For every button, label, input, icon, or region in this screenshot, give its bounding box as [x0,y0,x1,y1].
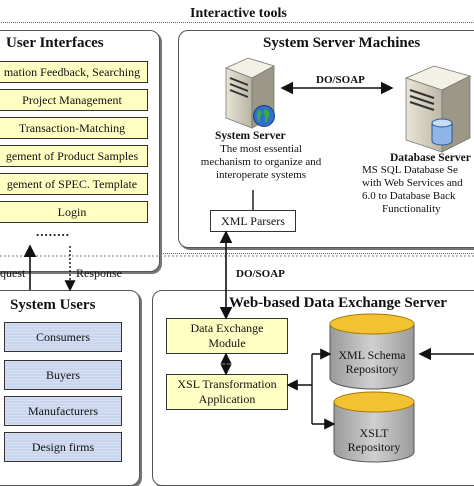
xsl-transformation-line-1: XSL Transformation [177,377,277,391]
database-server-desc-line-1: MS SQL Database Se [362,164,458,176]
diagram-title: Interactive tools [190,6,287,21]
xsl-transformation-app[interactable]: XSL Transformation Application [166,374,288,410]
user-interfaces-title: User Interfaces [6,35,104,51]
response-label: Response [76,266,122,280]
system-server-desc-line-2: mechanism to organize and [200,156,322,168]
server-link-label: DO/SOAP [316,74,365,86]
ui-item-project-management[interactable]: Project Management [0,89,148,111]
xml-schema-repository-line-1: XML Schema [338,348,406,362]
xml-parsers-box[interactable]: XML Parsers [210,210,296,232]
xslt-repository-cylinder [333,391,415,463]
request-label: quest [0,266,26,280]
database-server-desc-line-4: Functionality [382,203,441,215]
database-cylinder-icon [431,118,453,146]
database-server-description: MS SQL Database Se with Web Services and… [362,164,474,216]
xml-schema-repository-line-2: Repository [345,362,399,376]
do-soap-label: DO/SOAP [236,268,285,280]
database-server-label: Database Server [390,152,471,164]
ui-item-product-samples[interactable]: gement of Product Samples [0,145,148,167]
xml-schema-repository-label: XML Schema Repository [326,348,418,376]
web-exchange-title: Web-based Data Exchange Server [229,295,447,311]
user-manufacturers[interactable]: Manufacturers [4,396,122,426]
system-server-machines-title: System Server Machines [263,35,421,51]
ui-item-spec-template[interactable]: gement of SPEC. Template [0,173,148,195]
data-exchange-module-line-1: Data Exchange [190,321,264,335]
xsl-transformation-line-2: Application [198,392,256,406]
interactive-tools-frame [0,22,474,254]
ui-item-login[interactable]: Login [0,201,148,223]
xslt-repository-line-2: Repository [347,440,401,454]
system-server-label: System Server [215,130,286,142]
system-server-desc-line-3: interoperate systems [215,169,307,181]
user-buyers[interactable]: Buyers [4,360,122,390]
database-server-desc-line-2: with Web Services and [362,177,463,189]
system-users-title: System Users [10,297,96,313]
ui-item-feedback-searching[interactable]: mation Feedback, Searching [0,61,148,83]
ui-item-transaction-matching[interactable]: Transaction-Matching [0,117,148,139]
system-server-description: The most essential mechanism to organize… [196,143,326,182]
xslt-repository-line-1: XSLT [359,426,389,440]
xml-schema-repository-cylinder [329,313,415,390]
xslt-repository-label: XSLT Repository [330,426,418,454]
ui-ellipsis: ........ [36,224,70,239]
user-design-firms[interactable]: Design firms [4,432,122,462]
globe-icon [253,105,275,127]
data-exchange-module-line-2: Module [208,336,246,350]
database-server-desc-line-3: 6.0 to Database Back [362,190,456,202]
system-server-desc-line-1: The most essential [220,143,302,155]
data-exchange-module[interactable]: Data Exchange Module [166,318,288,354]
user-consumers[interactable]: Consumers [4,322,122,352]
